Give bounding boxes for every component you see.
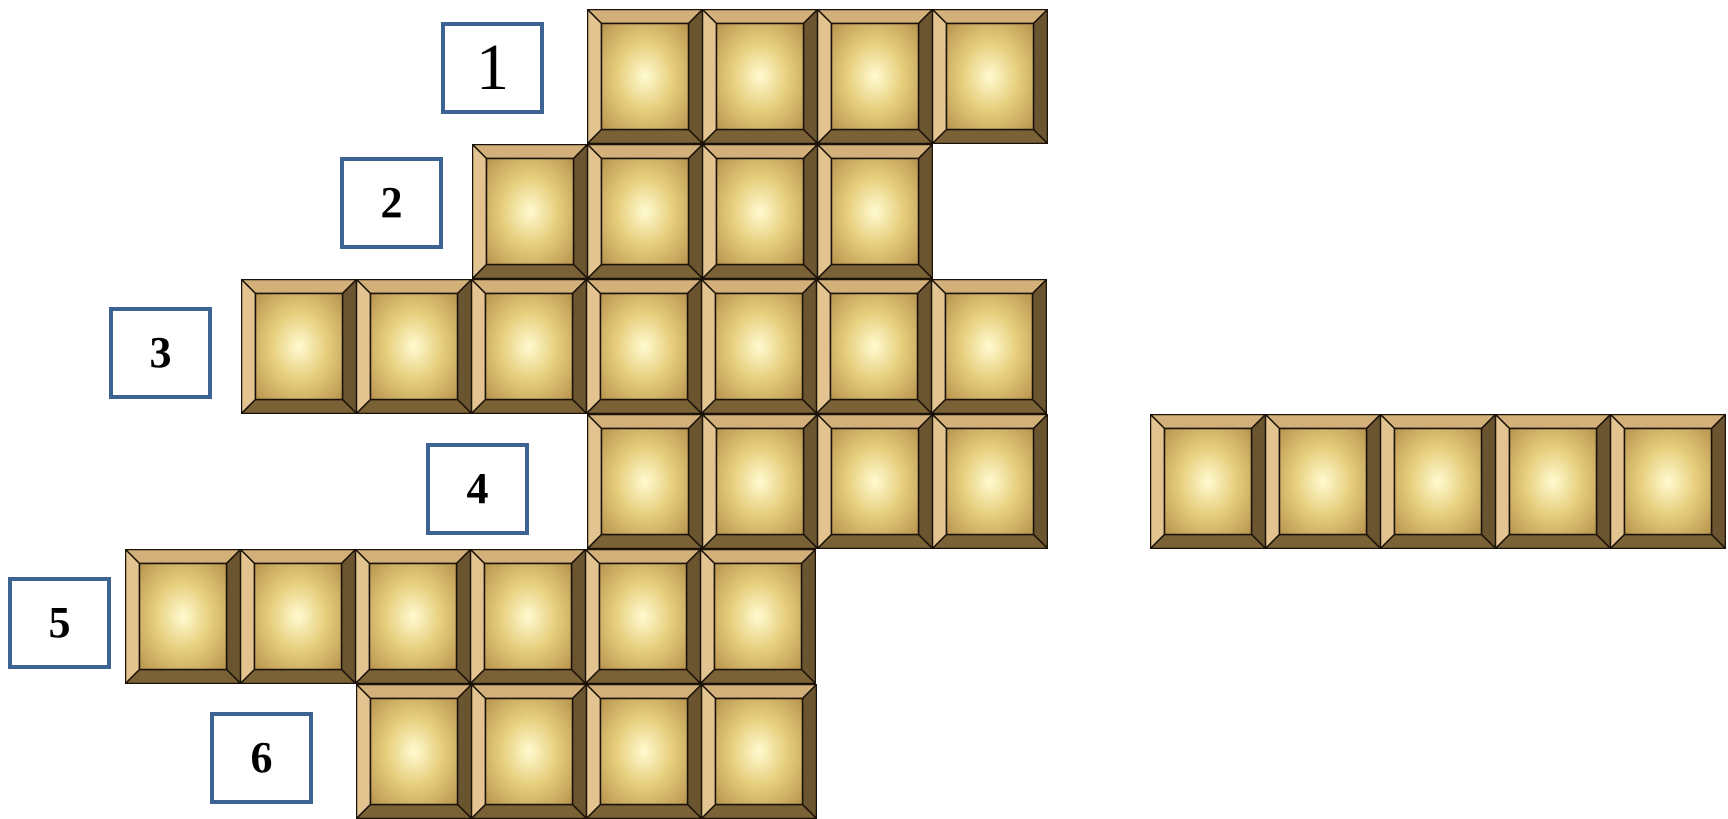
row-label-box-2: 2	[340, 157, 443, 249]
row-label-5: 5	[49, 601, 71, 645]
row-label-box-1: 1	[441, 22, 544, 114]
tile	[356, 279, 472, 414]
row-label-2: 2	[381, 181, 403, 225]
tile	[586, 684, 702, 819]
tile	[471, 684, 587, 819]
tile	[817, 9, 933, 144]
tile	[240, 549, 356, 684]
tile	[586, 279, 702, 414]
tile	[471, 279, 587, 414]
tile	[817, 144, 933, 279]
tile	[356, 684, 472, 819]
tile	[701, 684, 817, 819]
tile	[585, 549, 701, 684]
row-label-box-4: 4	[426, 443, 529, 535]
tile	[470, 549, 586, 684]
tile	[125, 549, 241, 684]
row-label-box-5: 5	[8, 577, 111, 669]
tile	[1150, 414, 1266, 549]
tile	[700, 549, 816, 684]
tile	[241, 279, 357, 414]
tile	[932, 414, 1048, 549]
tile	[1265, 414, 1381, 549]
row-label-3: 3	[150, 331, 172, 375]
tile	[931, 279, 1047, 414]
tile	[587, 144, 703, 279]
row-label-1: 1	[476, 35, 509, 101]
tile	[932, 9, 1048, 144]
tile	[702, 414, 818, 549]
row-label-4: 4	[467, 467, 489, 511]
tile	[1610, 414, 1726, 549]
tile	[701, 279, 817, 414]
tile	[587, 9, 703, 144]
row-label-6: 6	[251, 736, 273, 780]
tile	[702, 144, 818, 279]
row-label-box-6: 6	[210, 712, 313, 804]
row-label-box-3: 3	[109, 307, 212, 399]
tile	[472, 144, 588, 279]
tile	[355, 549, 471, 684]
tile	[1495, 414, 1611, 549]
tile	[702, 9, 818, 144]
tile	[816, 279, 932, 414]
tile	[1380, 414, 1496, 549]
tile	[587, 414, 703, 549]
tile	[817, 414, 933, 549]
